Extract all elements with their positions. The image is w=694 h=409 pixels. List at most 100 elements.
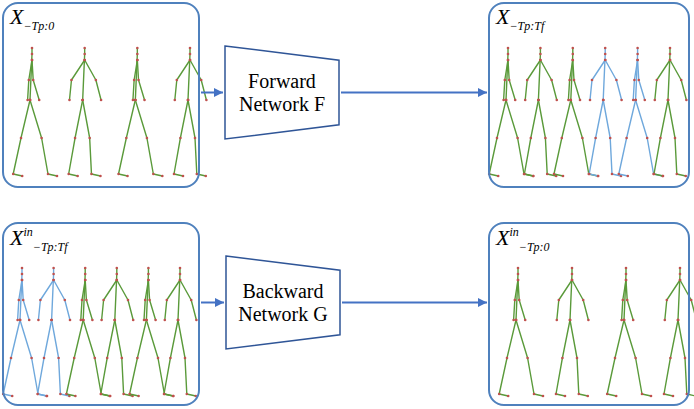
joint: [50, 319, 53, 322]
joint: [38, 99, 41, 102]
joint: [539, 53, 542, 56]
joint: [576, 357, 579, 360]
bone: [32, 60, 39, 100]
bone: [668, 48, 670, 100]
bone: [38, 280, 53, 320]
joint: [69, 319, 72, 322]
joint: [582, 299, 585, 302]
joint: [669, 47, 672, 50]
bone: [85, 60, 101, 100]
joint: [636, 53, 639, 56]
joint: [177, 319, 180, 322]
joint: [537, 99, 540, 102]
joint: [562, 175, 565, 178]
joint: [507, 47, 510, 50]
joint: [669, 59, 672, 62]
flow-arrow: [201, 92, 223, 94]
joint: [83, 47, 86, 50]
joint: [189, 53, 192, 56]
joint: [187, 99, 190, 102]
bone: [52, 320, 70, 396]
joint: [21, 273, 24, 276]
joint: [507, 59, 510, 62]
joint: [530, 137, 533, 140]
joint: [205, 175, 208, 178]
joint: [588, 173, 591, 176]
bone: [115, 320, 133, 396]
joint: [679, 267, 682, 270]
joint: [21, 279, 24, 282]
bone: [624, 320, 651, 396]
joint: [127, 299, 130, 302]
flow-arrow: [201, 302, 224, 304]
joint: [572, 53, 575, 56]
bone: [538, 48, 540, 100]
bone: [524, 100, 538, 176]
joint: [84, 273, 87, 276]
joint: [81, 99, 84, 102]
joint: [31, 59, 34, 62]
joint: [70, 79, 73, 82]
bone: [603, 48, 605, 100]
joint: [625, 279, 628, 282]
joint: [602, 99, 605, 102]
joint: [572, 59, 575, 62]
joint: [29, 99, 32, 102]
bone: [654, 100, 668, 176]
joint: [132, 99, 135, 102]
joint: [182, 175, 185, 178]
bone: [607, 320, 624, 396]
joint: [615, 395, 618, 398]
joint: [18, 299, 21, 302]
joint: [132, 319, 135, 322]
joint: [16, 319, 19, 322]
bone: [144, 280, 148, 320]
joint: [526, 79, 529, 82]
joint: [173, 173, 176, 176]
joint: [644, 99, 647, 102]
joint: [561, 357, 564, 360]
bone: [499, 320, 516, 396]
joint: [604, 53, 607, 56]
joint: [172, 395, 175, 398]
joint: [161, 175, 164, 178]
joint: [634, 99, 637, 102]
joint: [179, 267, 182, 270]
bone: [38, 320, 52, 396]
bone: [538, 100, 556, 176]
joint: [163, 393, 166, 396]
joint: [125, 137, 128, 140]
joint: [46, 395, 49, 398]
joint: [136, 53, 139, 56]
joint: [594, 137, 597, 140]
joint: [40, 137, 43, 140]
joint: [669, 53, 672, 56]
joint: [588, 173, 591, 176]
joint: [634, 357, 637, 360]
bone: [516, 320, 543, 396]
joint: [116, 273, 119, 276]
joint: [137, 395, 140, 398]
bone: [489, 100, 506, 176]
trapezoid-shape: [226, 256, 340, 349]
bone: [680, 280, 694, 320]
skeleton-figure: [555, 267, 590, 398]
math-superscript: in: [509, 225, 518, 239]
joint: [19, 319, 22, 322]
joint: [571, 279, 574, 282]
joint: [667, 99, 670, 102]
math-label: Xin−Tp:Tf: [10, 226, 68, 253]
joint: [152, 173, 155, 176]
bone: [570, 320, 588, 396]
joint: [174, 99, 177, 102]
skeleton-figure: [100, 267, 135, 398]
bone: [22, 280, 29, 320]
bone: [540, 60, 556, 100]
bone: [665, 280, 680, 320]
joint: [177, 319, 180, 322]
sequence-panel: X−Tp:Tf: [488, 2, 690, 188]
joint: [172, 395, 175, 398]
joint: [680, 79, 683, 82]
flow-arrow: [341, 92, 487, 94]
joint: [22, 299, 25, 302]
